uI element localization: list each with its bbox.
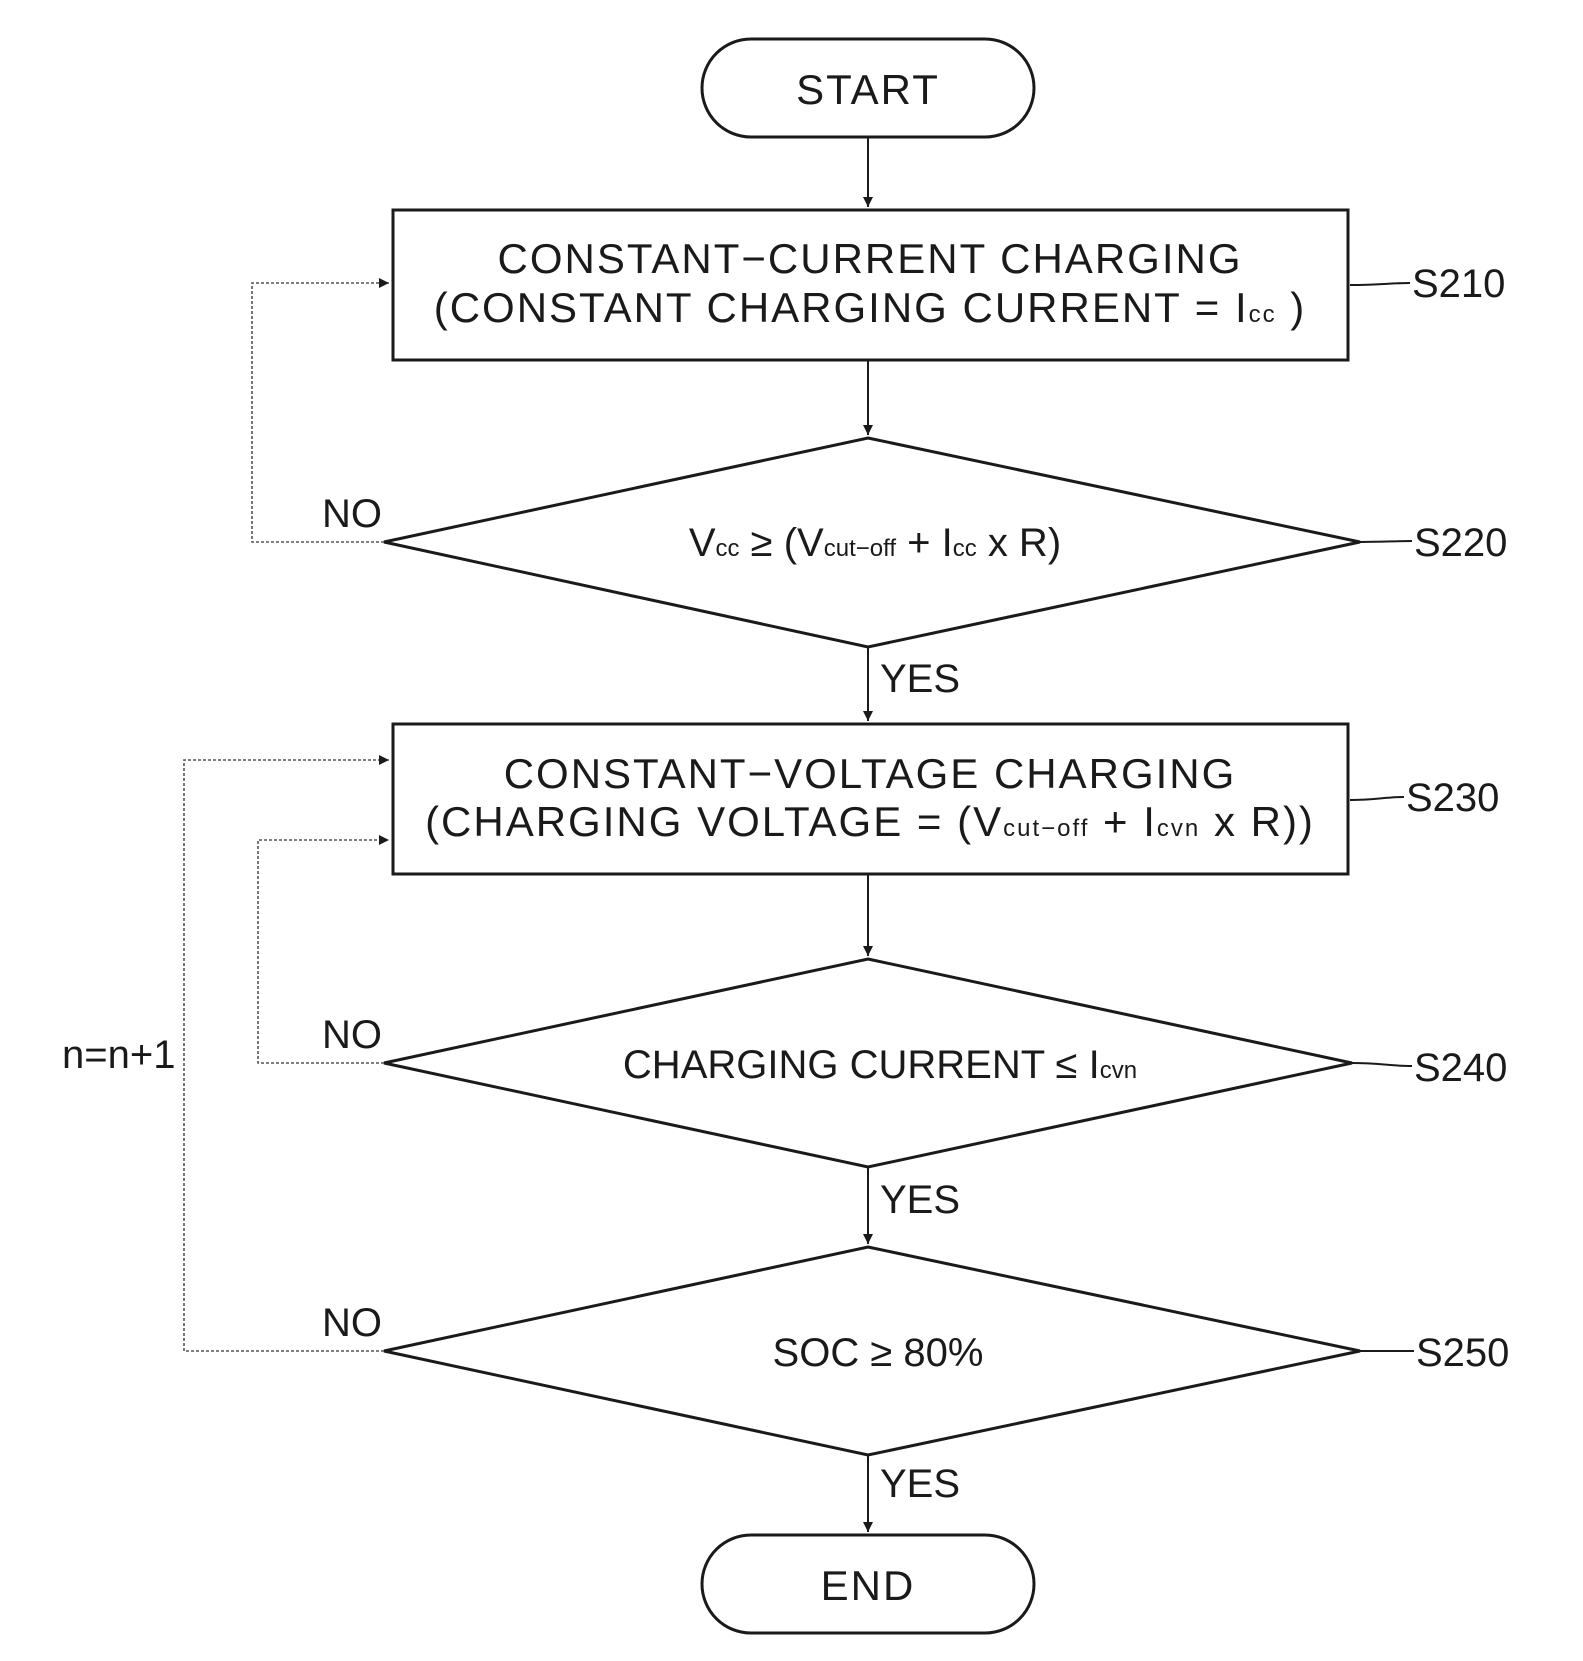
process-s230: CONSTANT−VOLTAGE CHARGING (CHARGING VOLT… bbox=[393, 724, 1348, 874]
s240-step-label: S240 bbox=[1414, 1046, 1507, 1090]
s220-leader bbox=[1360, 541, 1412, 542]
s210-line1: CONSTANT−CURRENT CHARGING bbox=[498, 235, 1243, 282]
s210-step-label: S210 bbox=[1412, 262, 1505, 306]
end-label: END bbox=[821, 1562, 916, 1609]
s210-line2: (CONSTANT CHARGING CURRENT = Icc ) bbox=[434, 284, 1307, 331]
s220-no-label: NO bbox=[322, 492, 382, 536]
decision-s220: Vcc ≥ (Vcut−off + Icc x R) bbox=[384, 438, 1360, 647]
s240-no-label: NO bbox=[322, 1013, 382, 1057]
s240-condition: CHARGING CURRENT ≤ Icvn bbox=[623, 1043, 1137, 1087]
end-terminal: END bbox=[702, 1535, 1034, 1633]
s230-step-label: S230 bbox=[1406, 776, 1499, 820]
start-terminal: START bbox=[702, 39, 1034, 137]
s220-yes-label: YES bbox=[880, 657, 960, 701]
decision-s240: CHARGING CURRENT ≤ Icvn bbox=[384, 959, 1352, 1167]
s250-yes-label: YES bbox=[880, 1462, 960, 1506]
s210-leader bbox=[1350, 283, 1410, 285]
s240-yes-label: YES bbox=[880, 1178, 960, 1222]
s250-no-label: NO bbox=[322, 1301, 382, 1345]
s250-condition: SOC ≥ 80% bbox=[773, 1331, 984, 1375]
s240-leader bbox=[1352, 1063, 1412, 1066]
loop-counter-label: n=n+1 bbox=[62, 1033, 175, 1077]
start-label: START bbox=[796, 66, 940, 113]
s230-line1: CONSTANT−VOLTAGE CHARGING bbox=[504, 750, 1237, 797]
s220-step-label: S220 bbox=[1414, 521, 1507, 565]
decision-s250: SOC ≥ 80% bbox=[384, 1247, 1360, 1455]
s230-leader bbox=[1350, 797, 1404, 800]
s250-step-label: S250 bbox=[1416, 1331, 1509, 1375]
process-s210: CONSTANT−CURRENT CHARGING (CONSTANT CHAR… bbox=[393, 210, 1348, 360]
